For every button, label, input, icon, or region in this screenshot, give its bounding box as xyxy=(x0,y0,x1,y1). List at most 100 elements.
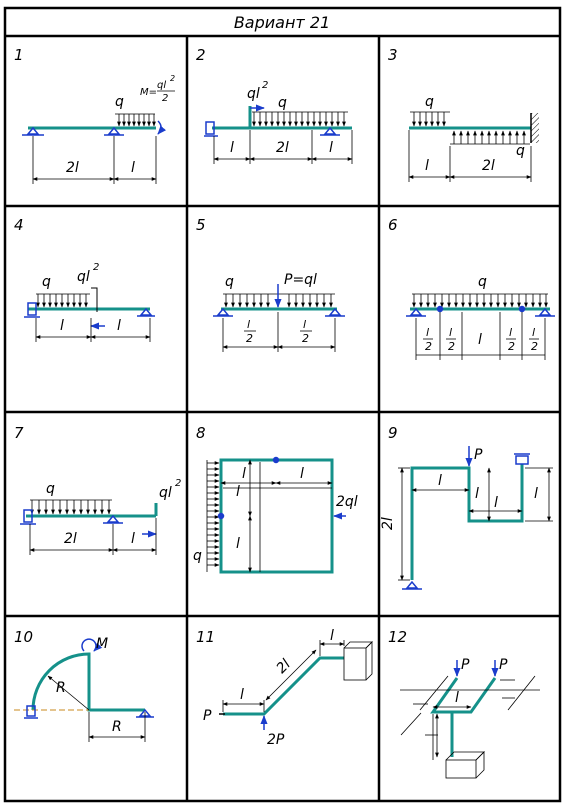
panel-5-scheme: q P=ql l 2 l 2 xyxy=(213,272,345,352)
panel-7-q-label: q xyxy=(46,481,55,497)
panel-2-supports xyxy=(204,104,340,137)
panel-11-P-label: P xyxy=(203,708,212,724)
panel-8-force-label: 2ql xyxy=(336,494,358,510)
panel-4-ql-label: ql xyxy=(77,269,90,285)
panel-7-dimensions xyxy=(29,518,157,555)
panel-9-dim-l3: l xyxy=(494,495,498,511)
panel-10-R-radius: R xyxy=(56,680,66,696)
panel-1-scheme: q M= ql 2 2 2l l xyxy=(22,74,175,184)
panel-7-scheme: q ql 2 2l l xyxy=(20,478,181,555)
panel-8-scheme: l l l l 2ql q xyxy=(193,456,358,574)
panel-11-dim-l3: l xyxy=(330,628,334,644)
panel-7-ql-exp: 2 xyxy=(175,478,181,489)
panel-1-moment-numerator: ql xyxy=(157,80,166,91)
panel-8-dim-l3: l xyxy=(236,484,240,500)
panel-9-dimensions xyxy=(398,467,553,581)
panel-2-ql-label: ql xyxy=(247,86,260,102)
panel-1-dim-l: l xyxy=(131,160,135,176)
panel-8-distributed-load xyxy=(206,460,220,572)
panel-8-supports xyxy=(217,456,346,520)
panel-number-7: 7 xyxy=(14,424,24,442)
panel-9-frame xyxy=(410,464,524,580)
panel-1-q-label: q xyxy=(115,94,124,110)
panel-number-2: 2 xyxy=(196,46,206,64)
panel-6-supports xyxy=(406,305,555,317)
panel-6-dimensions xyxy=(415,312,546,360)
panel-2-load xyxy=(252,111,348,127)
panel-5-half-1-den: 2 xyxy=(246,332,253,345)
panel-9-scheme: P l l l l 2l xyxy=(380,446,553,590)
panel-number-10: 10 xyxy=(14,628,33,646)
panel-number-6: 6 xyxy=(388,216,398,234)
panel-5-P-label: P=ql xyxy=(284,272,317,288)
panel-8-dim-l1: l xyxy=(242,466,246,482)
panel-6-dim-a: l xyxy=(426,326,429,339)
panel-9-P-label: P xyxy=(474,447,483,463)
panel-8-dim-l2: l xyxy=(300,466,304,482)
panel-2-dim-2l: 2l xyxy=(276,140,289,156)
panel-1-dim-2l: 2l xyxy=(66,160,79,176)
panel-3-dimensions xyxy=(408,130,532,182)
panel-12-dimensions xyxy=(400,675,540,760)
panel-number-8: 8 xyxy=(196,424,206,442)
panel-6-load xyxy=(412,293,548,308)
panel-1-supports xyxy=(22,120,167,136)
panel-1-moment-denominator: 2 xyxy=(162,93,168,104)
panel-4-dim-l2: l xyxy=(117,318,121,334)
panel-10-R-dim: R xyxy=(112,719,122,735)
panel-7-dim-l: l xyxy=(131,531,135,547)
panel-numbers: 1 2 3 4 5 6 7 8 9 10 11 12 xyxy=(14,46,407,646)
panel-7-load xyxy=(30,499,112,515)
panel-2-dimensions xyxy=(213,130,353,164)
panel-number-9: 9 xyxy=(388,424,398,442)
panel-3-dim-2l: 2l xyxy=(482,158,495,174)
panel-2-dim-l1: l xyxy=(230,140,234,156)
panel-9-dim-2l: 2l xyxy=(380,517,396,530)
sheet-frame xyxy=(3,6,562,803)
panel-number-12: 12 xyxy=(388,628,407,646)
panel-11-wall-block xyxy=(343,641,373,681)
panel-10-scheme: M R R xyxy=(14,636,154,742)
panel-12-P2-label: P xyxy=(499,657,508,673)
panel-2-dim-l2: l xyxy=(329,140,333,156)
panel-6-dim-f: l xyxy=(532,326,535,339)
panel-4-supports xyxy=(24,287,155,330)
panel-number-1: 1 xyxy=(14,46,24,64)
panel-11-2P-label: 2P xyxy=(267,732,285,748)
panel-11-dim-2l: 2l xyxy=(274,656,294,676)
panel-8-q-label: q xyxy=(193,548,202,564)
panel-12-base-block xyxy=(445,751,485,779)
panel-number-3: 3 xyxy=(388,46,398,64)
panel-3-q-top: q xyxy=(425,94,434,110)
panel-4-dim-l1: l xyxy=(60,318,64,334)
panel-1-dimensions xyxy=(32,136,157,184)
panel-5-supports xyxy=(213,307,345,317)
panel-6-dim-c: l xyxy=(478,332,482,348)
panel-8-dim-l4: l xyxy=(236,536,240,552)
panel-1-load xyxy=(115,113,156,127)
panel-3-fixed-wall xyxy=(530,113,539,143)
panel-4-scheme: q ql 2 l l xyxy=(24,262,155,342)
panel-4-dimensions xyxy=(35,318,151,342)
panel-6-dim-e: l xyxy=(509,326,512,339)
panel-12-frame xyxy=(430,677,497,757)
panel-6-dim-f-den: 2 xyxy=(531,340,538,353)
panel-6-dim-a-den: 2 xyxy=(425,340,432,353)
panel-4-load xyxy=(36,293,90,308)
panel-4-q-label: q xyxy=(42,274,51,290)
panel-5-half-2-num: l xyxy=(303,318,306,331)
panel-12-dim-l: l xyxy=(455,690,459,706)
panel-5-half-2-den: 2 xyxy=(302,332,309,345)
panel-8-frame xyxy=(219,458,334,574)
panel-number-5: 5 xyxy=(196,216,206,234)
panel-9-dim-l1: l xyxy=(438,473,442,489)
panel-7-supports xyxy=(20,509,157,538)
panel-3-dim-l: l xyxy=(425,158,429,174)
panel-8-dimensions xyxy=(220,459,333,573)
panel-6-dim-b-den: 2 xyxy=(448,340,455,353)
panel-6-scheme: q l 2 l 2 l l 2 l 2 xyxy=(406,274,555,360)
panel-9-dim-l4: l xyxy=(534,486,538,502)
panel-4-ql-exp: 2 xyxy=(93,262,99,273)
